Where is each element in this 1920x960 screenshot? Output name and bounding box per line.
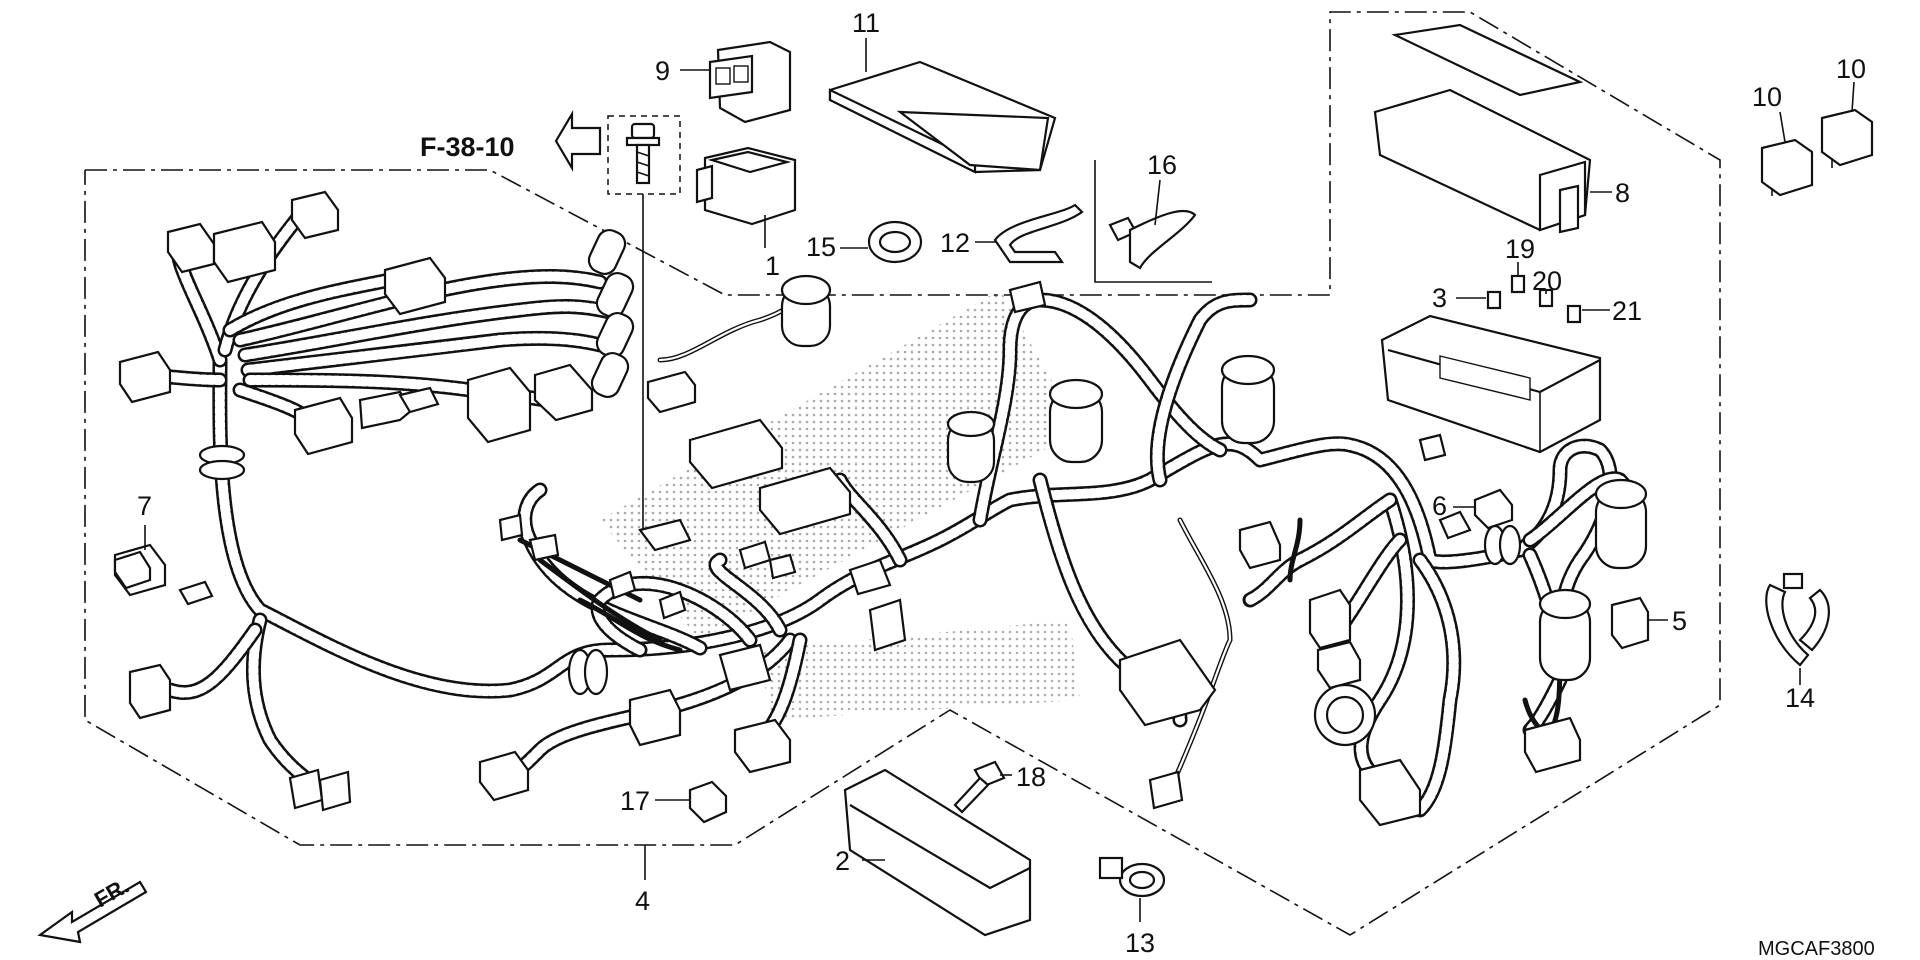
relay-10b xyxy=(1820,81,1874,168)
clamp-13 xyxy=(1098,856,1166,922)
boot-top-center xyxy=(780,274,832,348)
connector-5 xyxy=(1610,596,1668,650)
module-2 xyxy=(843,768,1032,937)
callout-10b: 10 xyxy=(1836,54,1866,84)
relay-10a xyxy=(1760,111,1814,197)
connector-7 xyxy=(113,525,152,590)
callout-7: 7 xyxy=(137,491,152,521)
bolt-18 xyxy=(953,760,1012,814)
callout-17: 17 xyxy=(620,786,650,816)
callout-13: 13 xyxy=(1125,928,1155,958)
callout-21: 21 xyxy=(1612,296,1642,326)
bolt-box xyxy=(607,115,681,195)
callout-3: 3 xyxy=(1432,283,1447,313)
callout-9: 9 xyxy=(655,56,670,86)
callout-19: 19 xyxy=(1505,234,1535,264)
callout-10a: 10 xyxy=(1752,82,1782,112)
callout-5: 5 xyxy=(1672,606,1687,636)
fuses xyxy=(1456,262,1610,324)
ecu-11 xyxy=(828,38,1057,174)
callout-4: 4 xyxy=(635,886,650,916)
band-12 xyxy=(975,203,1084,264)
band-14 xyxy=(1765,572,1830,685)
connector-6 xyxy=(1453,488,1514,530)
clip-15 xyxy=(840,220,923,264)
callout-8: 8 xyxy=(1615,178,1630,208)
clip-17 xyxy=(655,780,728,824)
callout-16: 16 xyxy=(1147,150,1177,180)
inner-frame-line xyxy=(1094,160,1212,283)
bolt-part xyxy=(625,122,661,530)
callout-11: 11 xyxy=(852,8,880,38)
callout-1: 1 xyxy=(765,251,780,281)
callout-6: 6 xyxy=(1432,491,1447,521)
callout-15: 15 xyxy=(806,232,836,262)
fuse-cover-8 xyxy=(1373,23,1612,234)
reference-label: F-38-10 xyxy=(420,132,515,162)
grommets xyxy=(198,444,1522,696)
callouts: 1 2 3 4 5 6 7 8 9 10 10 11 12 13 14 15 1… xyxy=(137,8,1866,958)
callout-14: 14 xyxy=(1785,683,1815,713)
box-1 xyxy=(695,146,797,248)
callout-18: 18 xyxy=(1016,762,1046,792)
callout-12: 12 xyxy=(940,228,970,258)
callout-2: 2 xyxy=(835,846,850,876)
front-arrow: FR. xyxy=(37,873,148,944)
diagram-code: MGCAF3800 xyxy=(1758,938,1875,960)
fuse-box xyxy=(1380,314,1602,454)
reference-arrow: F-38-10 xyxy=(420,109,602,173)
clip-band-16 xyxy=(1108,179,1197,270)
harness-connectors xyxy=(113,190,1582,827)
relay-9 xyxy=(680,40,792,124)
boots xyxy=(587,228,1648,747)
callout-20: 20 xyxy=(1532,266,1562,296)
